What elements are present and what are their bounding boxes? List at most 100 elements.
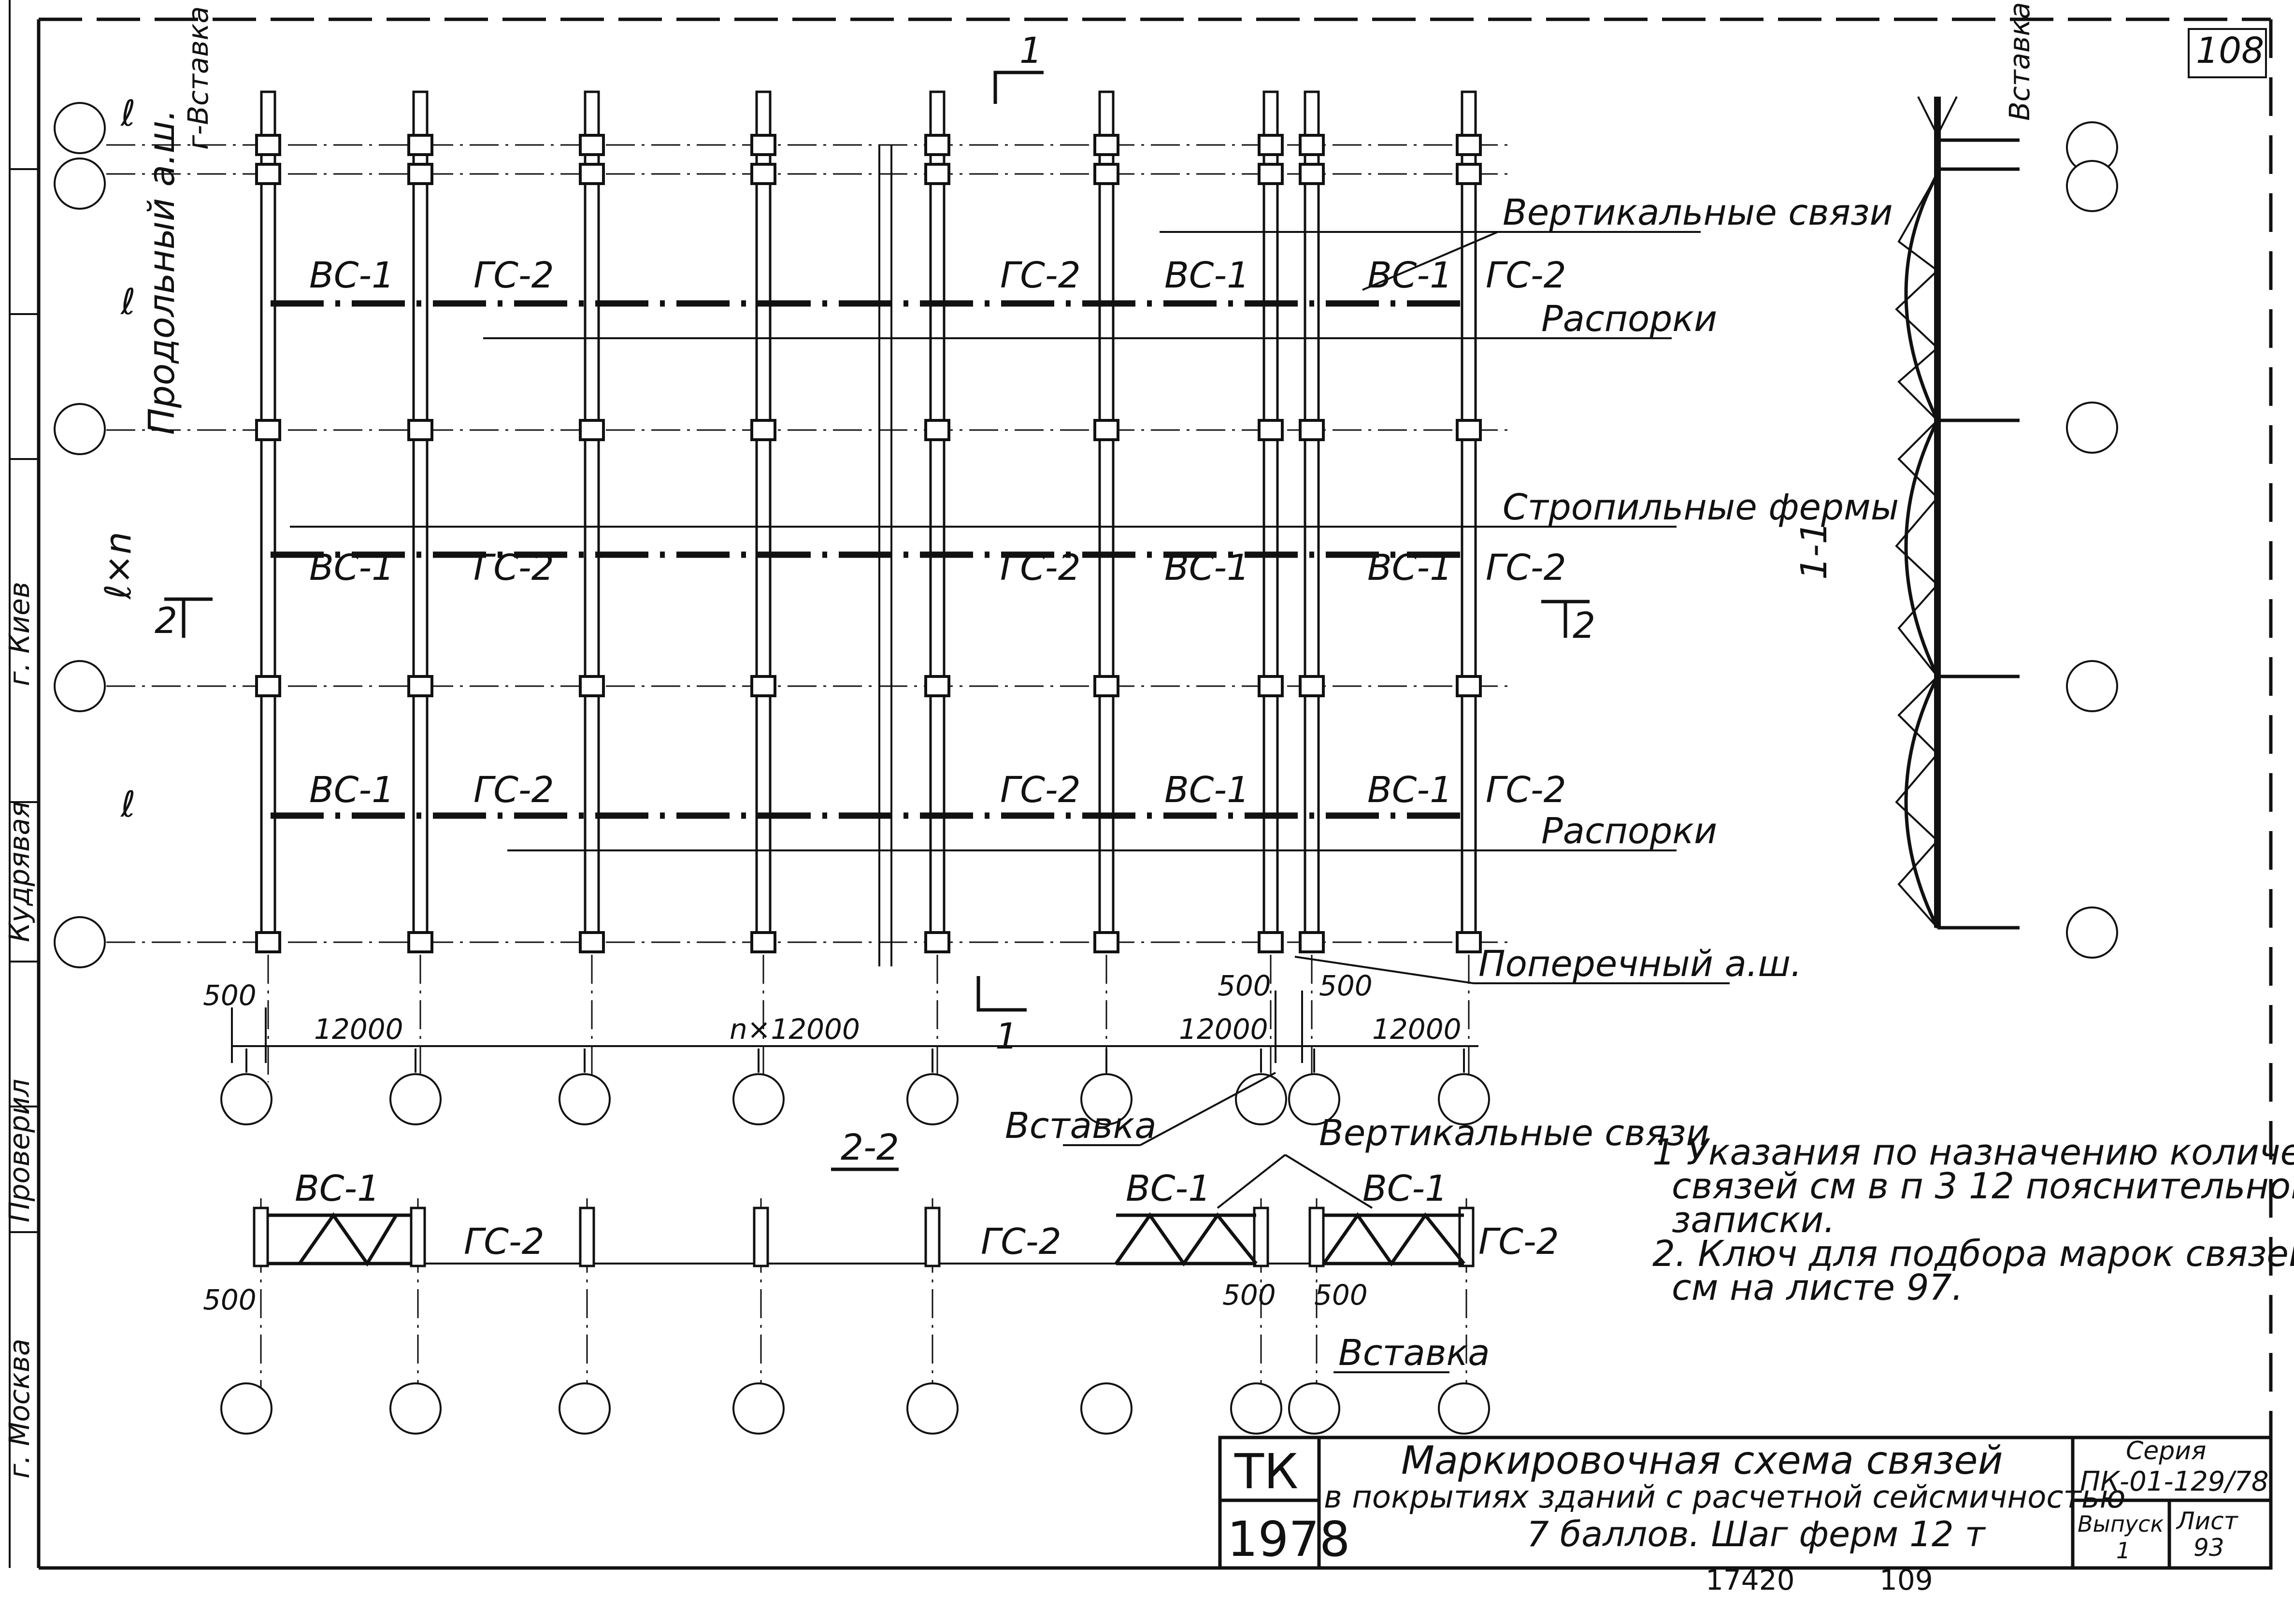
title-line-2: в покрытиях зданий с расчетной сейсмично… [1324,1480,2125,1515]
column-node [750,419,776,441]
axis-bubble [906,1073,959,1125]
series-value: ПК-01-129/78 [2080,1466,2269,1497]
axis-bubble [1235,1073,1287,1125]
sheet-label: Лист [2176,1507,2239,1535]
column-node [924,675,950,697]
note-line: 2. Ключ для подбора марок связей [1652,1233,2294,1275]
tie-label: ВС-1 [295,1168,380,1209]
column [753,1207,769,1267]
section-1-1: 1-1 Вставка [1793,2,2118,959]
tie-label: ВС-1 [1367,547,1452,589]
note-line: записки. [1672,1199,1835,1241]
title-line-1: Маркировочная схема связей [1401,1438,2003,1483]
callout-trusses: Стропильные фермы [1503,487,1899,528]
column-node [255,419,281,441]
column-node [1456,931,1482,953]
column-node [750,675,776,697]
tie-label: ВС-1 [1164,255,1249,296]
row-label: ℓ [120,93,136,134]
column [1253,1207,1269,1267]
axis-bubble [389,1073,442,1125]
dim-label: 500 [203,979,257,1012]
title-line-3: 7 баллов. Шаг ферм 12 т [1527,1514,1986,1554]
section-mark-label: 1 [995,1016,1018,1057]
column-node [407,134,433,156]
column-node [1258,419,1284,441]
section-1-1-insert: Вставка [2003,2,2036,121]
column [755,90,772,944]
section-2-2-vertical-ties: Вертикальные связи [1319,1112,1709,1154]
tie-label: ВС-1 [309,547,394,589]
axis-bubble [906,1382,959,1435]
column-node [1258,134,1284,156]
row-label: ℓ [120,784,136,825]
axis-bubble [559,1073,611,1125]
column [924,1207,941,1267]
callout-transverse-axis: Поперечный а.ш. [1478,943,1802,985]
tie-label: ГС-2 [464,1221,545,1263]
column-node [407,163,433,185]
column-node [750,931,776,953]
axis-bubble [54,158,106,210]
section-mark [1541,600,1590,638]
column [1098,90,1115,944]
axis-bubble [1438,1382,1490,1435]
axis-bubble [54,660,106,712]
column-node [1299,675,1325,697]
axis-bubble [54,916,106,968]
column-node [1456,163,1482,185]
column-node [750,134,776,156]
sheet-number-box: 108 [2188,28,2267,78]
dim-label: 12000 [1179,1013,1268,1046]
axis-bubble [732,1073,785,1125]
section-mark-label: 1 [1019,30,1042,72]
section-2-2-columns [253,1198,1475,1392]
column-node [1299,931,1325,953]
column-node [579,419,605,441]
column [1458,1207,1475,1267]
series-label: Серия [2126,1437,2206,1466]
column-node [1093,931,1119,953]
column [929,90,946,944]
section-mark [993,71,1044,104]
dim-label: n×12000 [730,1013,860,1046]
dim-label: 500 [1218,969,1271,1002]
column-node [1093,163,1119,185]
column [1262,90,1279,944]
longitudinal-axis-label: Продольный а.ш. [141,109,183,435]
column-node [407,419,433,441]
sheet-value: 93 [2194,1534,2224,1562]
note-line: связей см в п 3 12 пояснительной [1672,1165,2294,1207]
column-node [255,931,281,953]
tie-label: ГС-2 [1486,255,1566,296]
axis-bubble [54,403,106,455]
section-2-2-axis-bubbles [220,1382,1490,1435]
dim-label: 500 [1314,1279,1368,1311]
margin-city-2: г. Москва [3,1338,36,1479]
column-node [579,163,605,185]
sheet-number: 108 [2196,30,2264,72]
axis-bubble [1288,1073,1340,1125]
axis-bubble [1080,1073,1133,1125]
plan-columns [255,90,1482,1082]
column-node [255,163,281,185]
tie-label: ВС-1 [1362,1168,1448,1209]
column [412,90,429,944]
column-node [1299,419,1325,441]
tie-label: ГС-2 [1000,255,1081,296]
left-margin: г. Киев Кудрявая Проверил г. Москва [3,582,36,1479]
column-node [1093,134,1119,156]
column [1461,90,1477,944]
column-node [1093,419,1119,441]
column-node [255,134,281,156]
title-block: ТК 1978 Маркировочная схема связей в пок… [1218,1436,2273,1570]
callout-vertical-ties: Вертикальные связи [1503,192,1893,233]
tie-label: ВС-1 [1367,769,1452,811]
row-label: ℓ [120,281,136,323]
callout-struts-1: Распорки [1541,298,1717,340]
axis-bubble [389,1382,442,1435]
column-node [1258,675,1284,697]
